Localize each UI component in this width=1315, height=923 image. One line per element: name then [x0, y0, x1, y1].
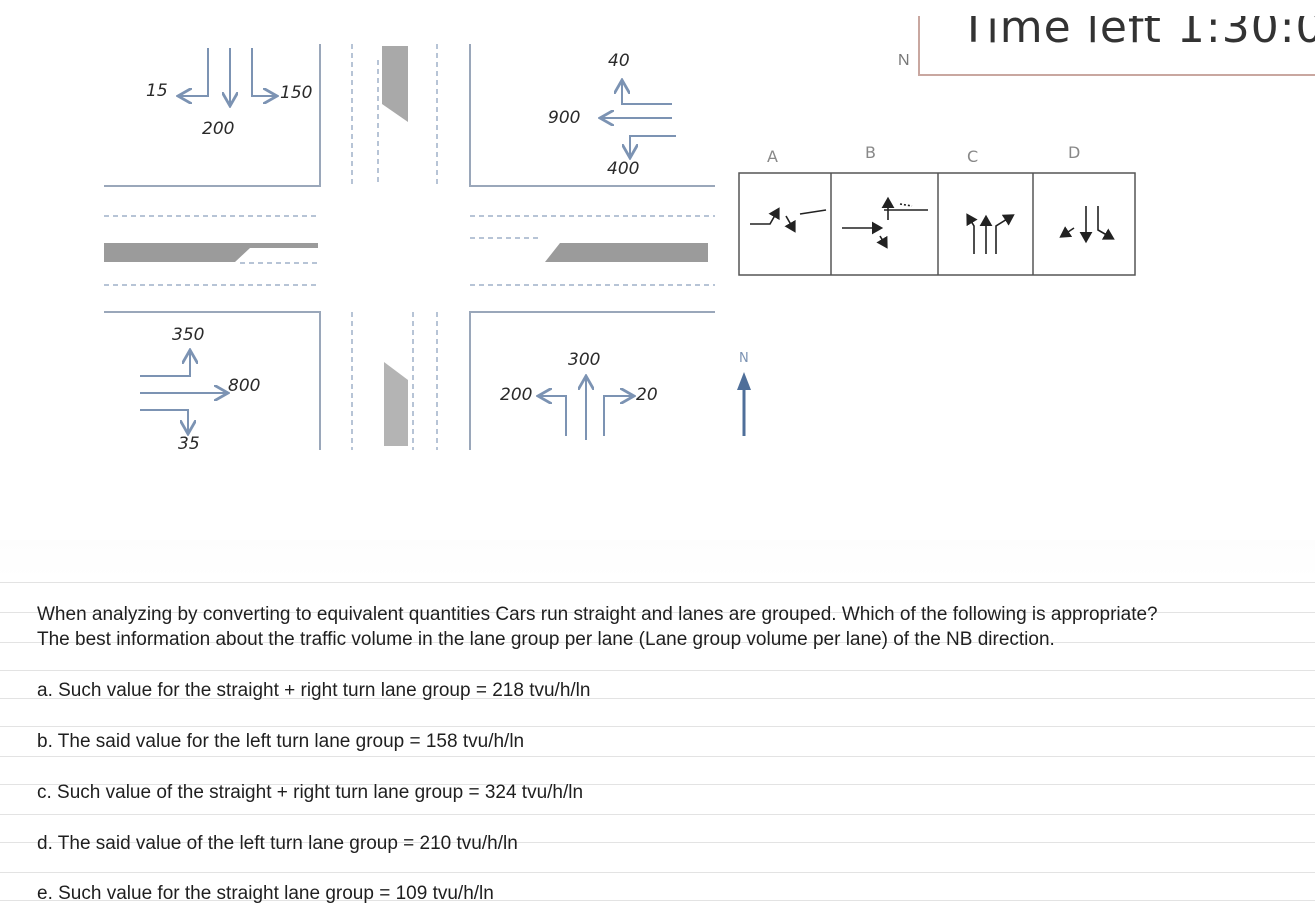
- intersection-diagram: 15 150 200 40 900 400 350 800 35 200 300…: [104, 44, 1136, 454]
- question-area: When analyzing by converting to equivale…: [0, 582, 1315, 923]
- divider: [0, 756, 1315, 757]
- north-approach-arrows: [180, 48, 275, 104]
- timer-n-marker: N: [898, 52, 910, 69]
- south-approach-arrows: [540, 378, 632, 440]
- road-edges: [104, 44, 715, 450]
- timer-text: Time left 1:30:0: [960, 16, 1315, 53]
- answer-option-a[interactable]: a. Such value for the straight + right t…: [37, 680, 591, 701]
- divider: [0, 872, 1315, 873]
- eb-bottom-volume: 400: [607, 159, 639, 179]
- divider: [0, 612, 1315, 613]
- wb-bottom-volume: 35: [178, 434, 200, 454]
- divider: [0, 698, 1315, 699]
- answer-option-c[interactable]: c. Such value of the straight + right tu…: [37, 782, 584, 803]
- choice-label-a: A: [767, 147, 778, 166]
- answer-option-d[interactable]: d. The said value of the left turn lane …: [37, 833, 518, 854]
- choice-b-lane-icon: [842, 196, 928, 249]
- choice-label-d: D: [1068, 143, 1080, 162]
- choice-label-c: C: [967, 147, 978, 166]
- divider: [0, 842, 1315, 843]
- question-text-line-2: The best information about the traffic v…: [37, 629, 1055, 650]
- panel-shadow: [0, 540, 1315, 580]
- divider: [0, 582, 1315, 583]
- west-approach-arrows: [140, 352, 226, 432]
- nb-through-volume: 200: [202, 119, 234, 139]
- west-median: [104, 243, 318, 262]
- sb-through-volume: 300: [568, 350, 600, 370]
- divider: [0, 900, 1315, 901]
- answer-option-e[interactable]: e. Such value for the straight lane grou…: [37, 883, 494, 904]
- east-median: [472, 243, 708, 262]
- eb-through-volume: 900: [548, 108, 580, 128]
- north-arrow-label: N: [739, 351, 749, 366]
- divider: [0, 670, 1315, 671]
- north-median: [382, 46, 408, 122]
- wb-through-volume: 800: [228, 376, 260, 396]
- divider: [0, 642, 1315, 643]
- choice-c-lane-icon: [966, 213, 1015, 254]
- nb-left-volume: 15: [146, 81, 168, 101]
- ns-lane-lines: [351, 44, 438, 450]
- divider: [0, 726, 1315, 727]
- nb-right-volume: 150: [280, 83, 312, 103]
- choice-a-lane-icon: [750, 207, 827, 233]
- lane-choice-table: [738, 172, 1136, 276]
- choice-label-b: B: [865, 143, 876, 162]
- choice-d-lane-icon: [1059, 206, 1115, 244]
- south-median: [384, 362, 408, 446]
- ew-lane-lines: [104, 215, 715, 286]
- north-arrow-icon: [737, 372, 751, 436]
- answer-option-b[interactable]: b. The said value for the left turn lane…: [37, 731, 525, 752]
- sb-right-volume: 20: [636, 385, 658, 405]
- eb-top-volume: 40: [608, 51, 630, 71]
- wb-top-volume: 350: [172, 325, 204, 345]
- east-approach-arrows: [602, 82, 676, 156]
- sb-left-volume: 200: [500, 385, 532, 405]
- divider: [0, 784, 1315, 785]
- time-left-timer: Time left 1:30:0: [918, 16, 1315, 76]
- question-text-line-1: When analyzing by converting to equivale…: [37, 604, 1158, 625]
- intersection-figure-panel: [8, 34, 1315, 554]
- divider: [0, 814, 1315, 815]
